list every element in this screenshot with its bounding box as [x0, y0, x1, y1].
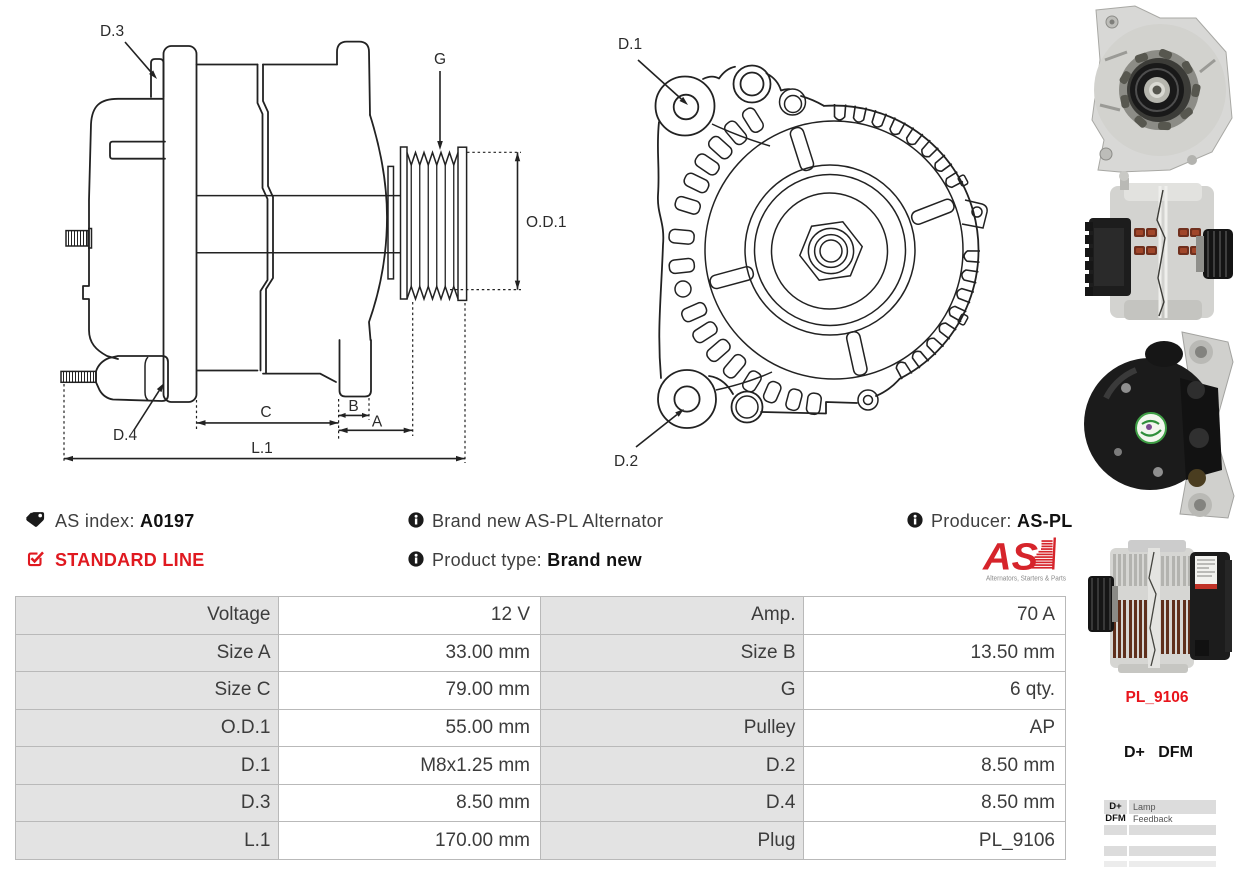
svg-text:G: G — [434, 51, 446, 68]
svg-text:D.2: D.2 — [614, 453, 638, 470]
svg-text:C: C — [260, 404, 271, 421]
svg-text:B: B — [348, 398, 358, 415]
svg-text:D.3: D.3 — [100, 23, 124, 40]
svg-text:D.1: D.1 — [618, 36, 642, 53]
svg-text:AS: AS — [982, 537, 1038, 579]
svg-text:O.D.1: O.D.1 — [526, 214, 566, 231]
svg-text:D.4: D.4 — [113, 427, 138, 444]
svg-text:L.1: L.1 — [251, 440, 273, 457]
svg-text:A: A — [372, 414, 383, 431]
svg-text:Alternators, Starters & Parts: Alternators, Starters & Parts — [986, 574, 1066, 583]
